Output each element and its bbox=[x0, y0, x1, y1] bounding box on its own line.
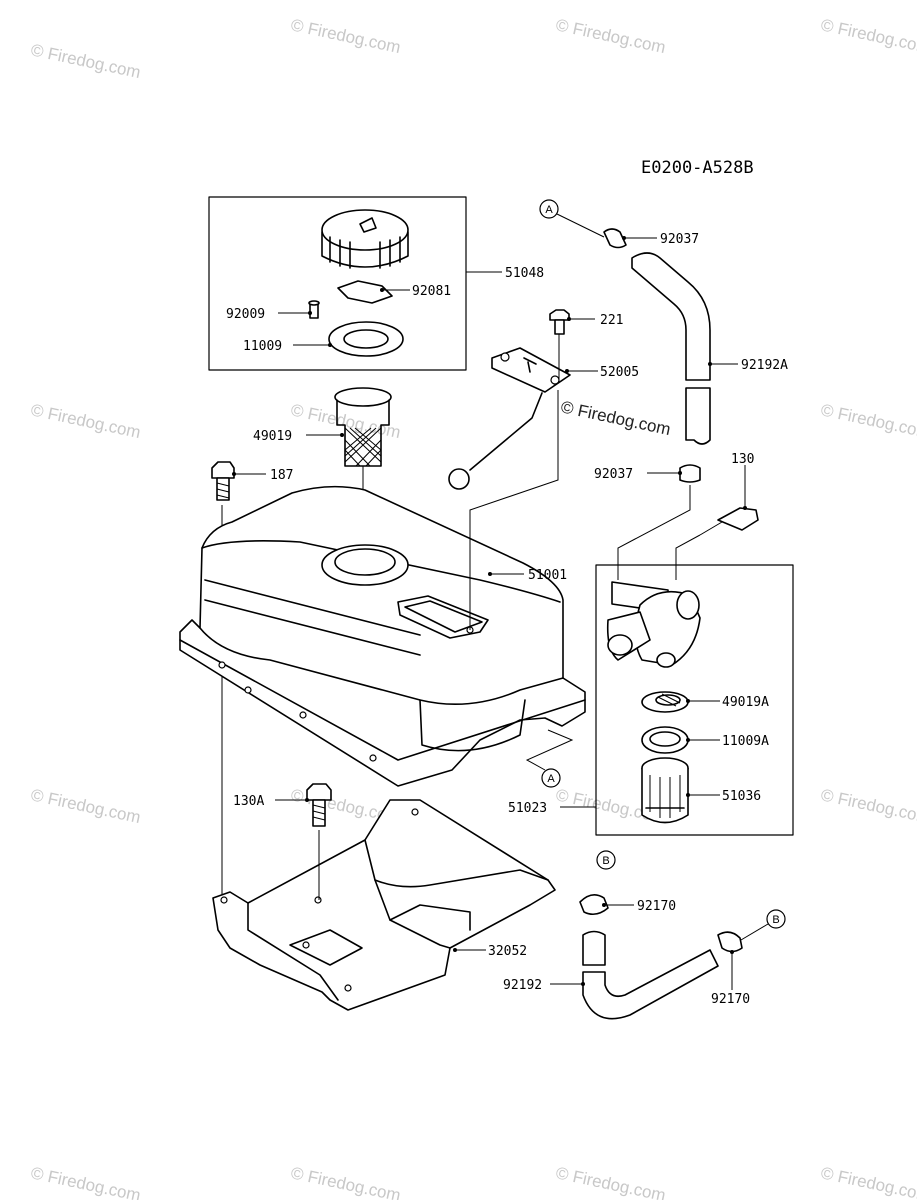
leader-a-top-line bbox=[556, 213, 605, 238]
label-92192: 92192 bbox=[503, 978, 542, 993]
watermark: © Firedog.com bbox=[819, 785, 917, 827]
label-130: 130 bbox=[731, 452, 754, 467]
label-11009: 11009 bbox=[243, 339, 282, 354]
leader-gauge-line bbox=[469, 390, 559, 630]
clamp-92037-top bbox=[603, 228, 627, 249]
watermark: © Firedog.com bbox=[819, 1163, 917, 1200]
watermark: © Firedog.com bbox=[819, 15, 917, 57]
watermark: © Firedog.com bbox=[29, 40, 142, 82]
callout-a-top-label: A bbox=[545, 204, 553, 216]
fuel-hose-lower bbox=[582, 930, 719, 1020]
label-49019: 49019 bbox=[253, 429, 292, 444]
callout-b-right-label: B bbox=[772, 914, 779, 926]
watermark: © Firedog.com bbox=[289, 15, 402, 57]
leader-a-mid-line bbox=[525, 729, 574, 771]
bolt-130 bbox=[699, 507, 759, 536]
cap-gasket bbox=[328, 321, 404, 357]
label-92081: 92081 bbox=[412, 284, 451, 299]
watermark: © Firedog.com bbox=[819, 400, 917, 442]
label-92037-mid: 92037 bbox=[594, 467, 633, 482]
label-92037-top: 92037 bbox=[660, 232, 699, 247]
clamp-92037-mid bbox=[679, 464, 701, 483]
fuel-cock-box bbox=[595, 564, 794, 836]
leader-130-line bbox=[675, 534, 701, 580]
fuel-cock bbox=[606, 581, 701, 668]
label-92170-mid: 92170 bbox=[637, 899, 676, 914]
label-221: 221 bbox=[600, 313, 623, 328]
cock-oring bbox=[641, 726, 689, 754]
callout-b-mid: B bbox=[596, 850, 616, 870]
callout-a-mid: A bbox=[541, 768, 561, 788]
label-52005: 52005 bbox=[600, 365, 639, 380]
clamp-92170-mid bbox=[579, 894, 609, 916]
watermark: © Firedog.com bbox=[554, 1163, 667, 1200]
watermark: © Firedog.com bbox=[29, 400, 142, 442]
cap-plate bbox=[337, 280, 393, 304]
clamp-92170-bottom bbox=[717, 931, 743, 953]
diagram-code: E0200-A528B bbox=[641, 158, 754, 178]
leader-hose-line bbox=[617, 485, 691, 580]
screw-221 bbox=[549, 309, 570, 335]
label-11009A: 11009A bbox=[722, 734, 769, 749]
fuel-hose-upper bbox=[631, 252, 711, 445]
label-130A: 130A bbox=[233, 794, 264, 809]
fuel-cap bbox=[321, 209, 409, 269]
watermark: © Firedog.com bbox=[289, 1163, 402, 1200]
cap-screw bbox=[308, 300, 320, 319]
callout-a-mid-label: A bbox=[547, 773, 555, 785]
label-187: 187 bbox=[270, 468, 293, 483]
label-92192A: 92192A bbox=[741, 358, 788, 373]
label-51048: 51048 bbox=[505, 266, 544, 281]
leaders: 92037 51048 92081 92009 221 11009 92192A… bbox=[226, 232, 788, 1007]
cap-assembly-box bbox=[208, 196, 467, 371]
callout-b-mid-label: B bbox=[602, 855, 609, 867]
leader-b-right-line bbox=[740, 923, 769, 941]
cock-screen bbox=[641, 691, 689, 713]
label-49019A: 49019A bbox=[722, 695, 769, 710]
watermark-center: © Firedog.com bbox=[559, 397, 672, 439]
fuel-gauge bbox=[448, 347, 571, 490]
tank-bracket bbox=[212, 799, 556, 1011]
cock-cup bbox=[641, 757, 689, 824]
label-51023: 51023 bbox=[508, 801, 547, 816]
label-32052: 32052 bbox=[488, 944, 527, 959]
bolt-187 bbox=[211, 461, 235, 501]
label-92009: 92009 bbox=[226, 307, 265, 322]
label-51036: 51036 bbox=[722, 789, 761, 804]
callout-a-top: A bbox=[539, 199, 559, 219]
callout-b-right: B bbox=[766, 909, 786, 929]
label-51001: 51001 bbox=[528, 568, 567, 583]
label-92170-bottom: 92170 bbox=[711, 992, 750, 1007]
watermark: © Firedog.com bbox=[29, 785, 142, 827]
fuel-tank bbox=[179, 485, 586, 787]
watermark: © Firedog.com bbox=[554, 15, 667, 57]
watermark: © Firedog.com bbox=[29, 1163, 142, 1200]
